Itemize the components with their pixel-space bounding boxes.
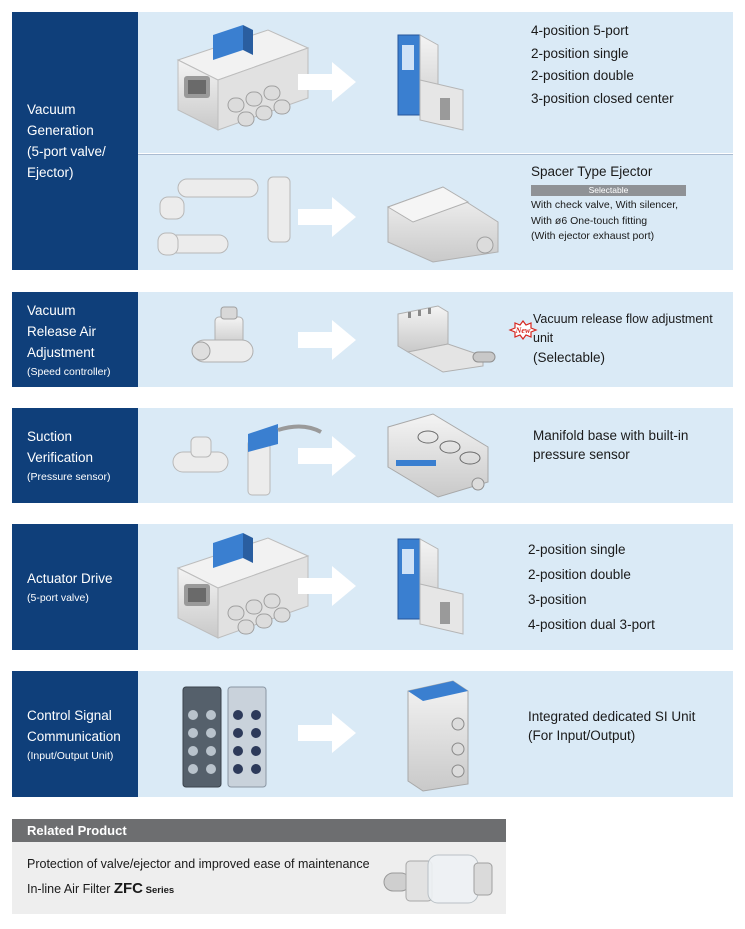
section-suction-verification: Suction Verification (Pressure sensor) M… xyxy=(12,408,733,503)
spec-list: Integrated dedicated SI Unit (For Input/… xyxy=(528,707,695,745)
spec-item: 2-position single xyxy=(528,542,626,557)
new-badge-icon: New xyxy=(508,320,538,340)
section-title-line: Release Air xyxy=(27,323,97,339)
section-title-line: Generation xyxy=(27,123,94,138)
spec-item: 4-position dual 3-port xyxy=(528,617,655,632)
si-unit-image xyxy=(407,680,469,792)
section-subtitle: (5-port valve) xyxy=(27,592,89,604)
spec-item: Integrated dedicated SI Unit xyxy=(528,709,696,724)
section-title-line: Vacuum xyxy=(27,302,76,318)
section-vacuum-generation: Vacuum Generation (5-port valve/ Ejector… xyxy=(12,12,733,270)
ejector-parts-image xyxy=(157,176,291,256)
spec-detail: With ø6 One-touch fitting xyxy=(531,214,648,227)
spec-list: Manifold base with built-in pressure sen… xyxy=(533,426,688,464)
section-title-line: (5-port valve/ xyxy=(27,144,106,159)
section-title-line: Adjustment xyxy=(27,344,95,360)
right-arrow-icon xyxy=(298,566,356,606)
spec-item: Vacuum release flow adjustment unit xyxy=(533,312,713,345)
air-filter-image xyxy=(383,854,493,904)
spacer-ejector-image xyxy=(386,186,499,263)
spacer-ejector-title: Spacer Type Ejector xyxy=(531,164,653,179)
spec-item: pressure sensor xyxy=(533,447,630,462)
related-product-series: ZFC xyxy=(113,880,144,897)
spacer-ejector-specs: Spacer Type Ejector Selectable With chec… xyxy=(531,163,686,245)
section-label: Vacuum Generation (5-port valve/ Ejector… xyxy=(12,12,138,270)
related-product-prefix: In-line Air Filter xyxy=(27,882,114,896)
section-vacuum-release: Vacuum Release Air Adjustment (Speed con… xyxy=(12,292,733,387)
manifold-base-sensor-image xyxy=(387,413,489,498)
spec-list: 4-position 5-port 2-position single 2-po… xyxy=(531,20,674,110)
section-subtitle: (Input/Output Unit) xyxy=(27,749,114,762)
section-subtitle: (Speed controller) xyxy=(27,365,111,378)
section-title-line: Suction xyxy=(27,429,73,444)
related-product-series-suffix: Series xyxy=(143,885,175,896)
section-label: Vacuum Release Air Adjustment (Speed con… xyxy=(12,292,138,387)
io-unit-image xyxy=(182,686,267,788)
section-label: Actuator Drive (5-port valve) xyxy=(12,524,138,650)
manifold-valve-image xyxy=(177,532,309,639)
related-product-description: Protection of valve/ejector and improved… xyxy=(27,857,370,871)
right-arrow-icon xyxy=(298,197,356,237)
spec-item: 3-position xyxy=(528,592,587,607)
pressure-sensor-image xyxy=(172,424,322,496)
spec-detail: (With ejector exhaust port) xyxy=(531,230,655,242)
speed-controller-image xyxy=(191,306,254,363)
section-title-line: Communication xyxy=(27,728,121,744)
section-actuator-drive: Actuator Drive (5-port valve) 2-position… xyxy=(12,524,733,650)
spec-item: 4-position 5-port xyxy=(531,23,629,38)
right-arrow-icon xyxy=(298,436,356,476)
spec-item: 2-position double xyxy=(531,68,634,83)
spec-item: 3-position closed center xyxy=(531,90,674,106)
related-product-box: Related Product Protection of valve/ejec… xyxy=(12,819,506,914)
manifold-valve-image xyxy=(177,24,309,131)
section-subtitle: (Pressure sensor) xyxy=(27,471,111,483)
valve-image xyxy=(397,538,464,635)
section-title-line: Ejector) xyxy=(27,165,74,180)
related-product-header: Related Product xyxy=(12,819,506,842)
section-title-line: Vacuum xyxy=(27,102,76,117)
new-badge-text: New xyxy=(515,326,531,335)
related-product-name: In-line Air Filter ZFC Series xyxy=(27,880,174,897)
spec-list: Vacuum release flow adjustment unit (Sel… xyxy=(533,310,733,367)
selectable-badge: Selectable xyxy=(531,185,686,196)
right-arrow-icon xyxy=(298,713,356,753)
section-title-line: Actuator Drive xyxy=(27,571,113,586)
release-unit-image xyxy=(397,305,496,373)
spec-item: Manifold base with built-in xyxy=(533,428,689,443)
section-title-line: Verification xyxy=(27,450,94,465)
section-label: Suction Verification (Pressure sensor) xyxy=(12,408,138,503)
right-arrow-icon xyxy=(298,62,356,102)
spec-item: 2-position single xyxy=(531,45,629,61)
spec-item: (For Input/Output) xyxy=(528,728,636,743)
right-arrow-icon xyxy=(298,320,356,360)
spec-detail: With check valve, With silencer, xyxy=(531,199,679,211)
valve-image xyxy=(397,34,464,131)
spec-list: 2-position single 2-position double 3-po… xyxy=(528,537,655,637)
section-control-signal: Control Signal Communication (Input/Outp… xyxy=(12,671,733,797)
spec-item: 2-position double xyxy=(528,567,631,582)
section-label: Control Signal Communication (Input/Outp… xyxy=(12,671,138,797)
section-title-line: Control Signal xyxy=(27,707,112,723)
spec-item: (Selectable) xyxy=(533,350,606,365)
